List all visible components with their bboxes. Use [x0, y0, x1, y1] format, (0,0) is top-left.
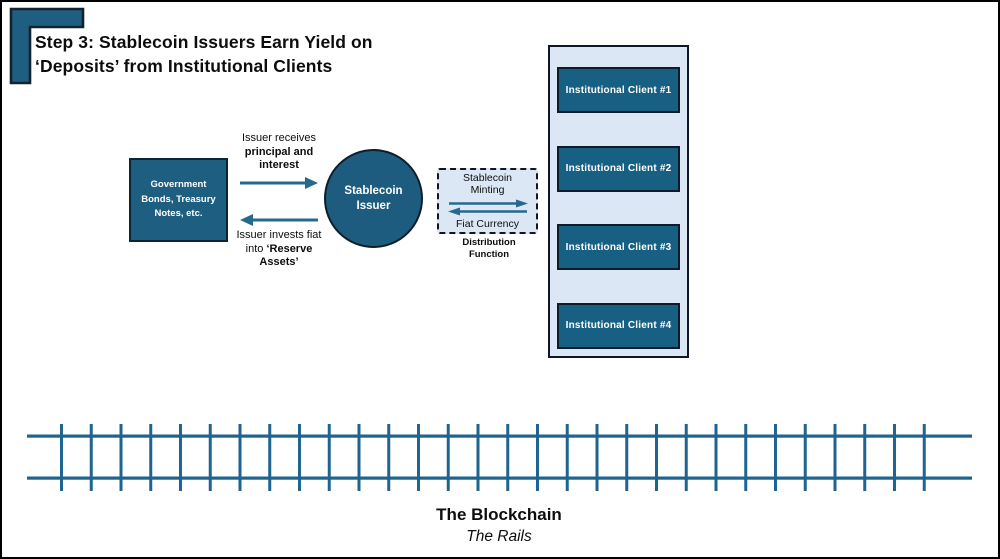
bottom-label-line-3: Assets’ [259, 256, 299, 268]
distribution-function-box: Stablecoin Minting Fiat Currency [437, 168, 538, 234]
blockchain-subtitle: The Rails [466, 528, 532, 545]
bottom-arrow-label: Issuer invests fiat into ‘Reserve Assets… [223, 229, 335, 270]
bottom-label-line-2: into ‘Reserve [245, 242, 313, 255]
top-label-line-3: interest [259, 159, 299, 171]
institutional-client-box-2: Institutional Client #2 [557, 145, 680, 192]
blockchain-caption: The Blockchain The Rails [349, 504, 649, 547]
top-label-line-1: Issuer receives [242, 132, 316, 144]
top-arrow-label: Issuer receives principal and interest [223, 132, 335, 173]
stablecoin-issuer-label: Stablecoin Issuer [344, 184, 403, 212]
distribution-function-caption: Distribution Function [462, 237, 516, 260]
exchange-arrows-icon [447, 199, 528, 216]
railroad-tracks [27, 424, 972, 491]
reserve-assets-label: Government Bonds, Treasury Notes, etc. [141, 178, 216, 220]
corner-l-decoration [9, 7, 85, 85]
fiat-currency-label: Fiat Currency [455, 217, 519, 230]
title-line-2: ‘Deposits’ from Institutional Clients [35, 56, 333, 76]
blockchain-title: The Blockchain [436, 505, 562, 524]
institutional-client-box-1: Institutional Client #1 [557, 67, 680, 113]
bottom-label-line-1: Issuer invests fiat [236, 229, 322, 241]
page-title: Step 3: Stablecoin Issuers Earn Yield on… [35, 30, 373, 78]
institutional-client-box-4: Institutional Client #4 [557, 302, 680, 349]
institutional-client-box-3: Institutional Client #3 [557, 224, 680, 271]
title-line-1: Step 3: Stablecoin Issuers Earn Yield on [35, 32, 373, 52]
arrow-right-icon [240, 177, 318, 189]
stablecoin-issuer-circle: Stablecoin Issuer [324, 149, 423, 248]
reserve-assets-box: Government Bonds, Treasury Notes, etc. [129, 158, 228, 242]
institutional-clients-panel: Institutional Client #1 Institutional Cl… [548, 45, 689, 358]
arrow-left-icon [240, 214, 318, 226]
top-label-line-2: principal and [244, 145, 314, 158]
stablecoin-minting-label: Stablecoin Minting [462, 172, 513, 197]
